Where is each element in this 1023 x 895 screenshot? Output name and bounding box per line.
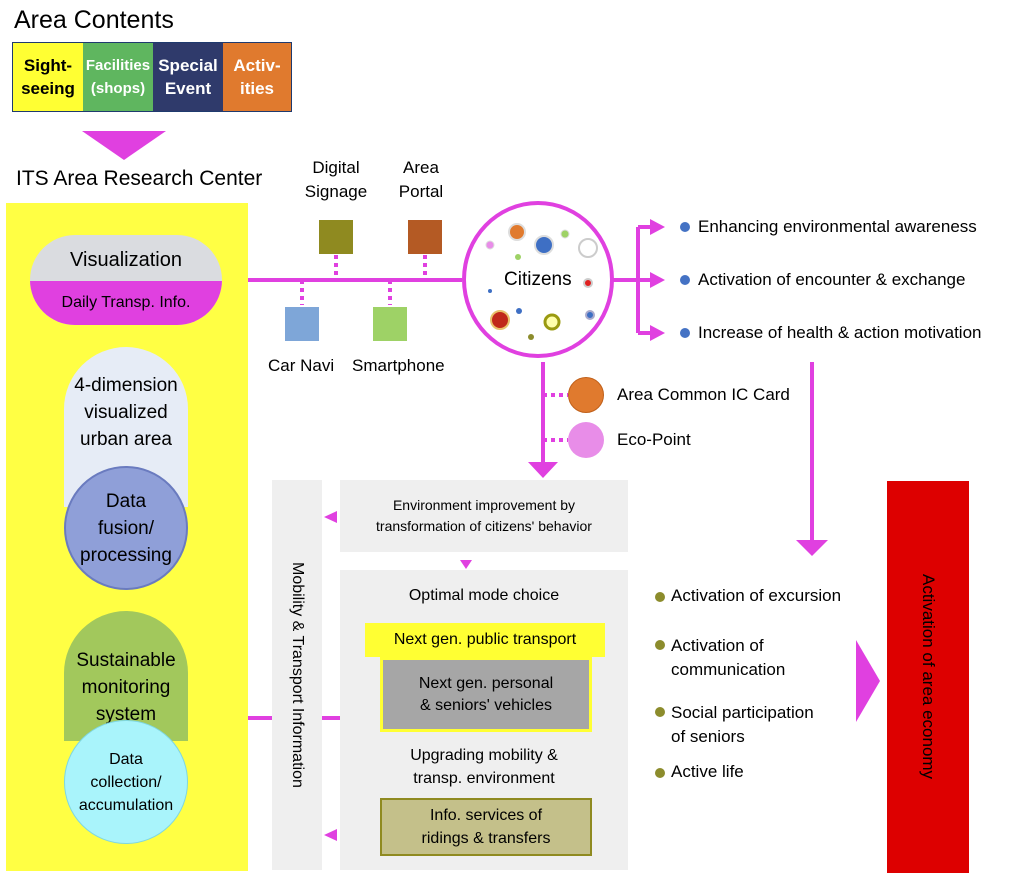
public-transport-label: Next gen. public transport bbox=[393, 631, 577, 648]
area-portal-label: Area Portal bbox=[398, 158, 444, 201]
environment-improvement-label: Environment improvement by transformatio… bbox=[376, 497, 592, 534]
data-collection-label: Data collection/ accumulation bbox=[78, 750, 174, 814]
environment-improvement-box: Environment improvement by transformatio… bbox=[340, 480, 628, 552]
down-triangle-icon bbox=[82, 131, 166, 160]
area-contents-title: Area Contents bbox=[14, 6, 174, 34]
data-fusion-label: Data fusion/ processing bbox=[80, 490, 172, 566]
outcome-bullet-1 bbox=[680, 222, 690, 232]
area-portal-icon bbox=[408, 220, 442, 254]
daily-transp-label: Daily Transp. Info. bbox=[30, 281, 222, 325]
car-navi-icon bbox=[285, 307, 319, 341]
public-transport-box: Next gen. public transport bbox=[365, 623, 605, 657]
content-cell-activities: Activ- ities bbox=[223, 43, 291, 111]
personal-vehicles-box: Next gen. personal & seniors' vehicles bbox=[380, 657, 592, 732]
activities-label: Activ- ities bbox=[233, 56, 281, 98]
right-triangle-icon bbox=[856, 640, 880, 722]
smartphone-icon bbox=[373, 307, 407, 341]
activation-bullet-2 bbox=[655, 640, 665, 650]
upgrading-label: Upgrading mobility & transp. environment bbox=[410, 747, 558, 787]
sustainable-label: Sustainable monitoring system bbox=[76, 650, 176, 725]
outcome-1: Enhancing environmental awareness bbox=[698, 217, 977, 236]
citizens-label: Citizens bbox=[504, 269, 572, 290]
data-collection-circle: Data collection/ accumulation bbox=[64, 720, 188, 844]
activation-bullet-4 bbox=[655, 768, 665, 778]
data-fusion-circle: Data fusion/ processing bbox=[64, 466, 188, 590]
info-services-box: Info. services of ridings & transfers bbox=[380, 798, 592, 856]
sightseeing-label: Sight- seeing bbox=[21, 56, 75, 98]
ic-card-label: Area Common IC Card bbox=[617, 385, 790, 404]
smartphone-label: Smartphone bbox=[352, 356, 445, 375]
area-contents-bar: Sight- seeing Facilities (shops) Special… bbox=[12, 42, 292, 112]
content-cell-sightseeing: Sight- seeing bbox=[13, 43, 84, 111]
content-cell-facilities: Facilities (shops) bbox=[83, 43, 154, 111]
activation-1: Activation of excursion bbox=[671, 586, 842, 605]
activation-bullet-1 bbox=[655, 592, 665, 602]
outcome-2: Activation of encounter & exchange bbox=[698, 270, 966, 289]
citizens-circle: Citizens bbox=[462, 201, 614, 358]
mobility-info-label: Mobility & Transport Information bbox=[289, 562, 306, 788]
outcome-bullet-2 bbox=[680, 275, 690, 285]
activation-4: Active life bbox=[671, 762, 744, 781]
mobility-info-panel bbox=[272, 480, 322, 870]
outcome-bullet-3 bbox=[680, 328, 690, 338]
info-services-label: Info. services of ridings & transfers bbox=[421, 807, 551, 847]
visualization-label: Visualization bbox=[70, 248, 182, 271]
research-center-title: ITS Area Research Center bbox=[16, 167, 263, 190]
activation-2: Activation of communication bbox=[671, 636, 786, 679]
car-navi-label: Car Navi bbox=[268, 356, 335, 375]
personal-vehicles-label: Next gen. personal & seniors' vehicles bbox=[418, 674, 554, 714]
facilities-label: Facilities (shops) bbox=[85, 57, 151, 97]
special-event-label: Special Event bbox=[158, 56, 218, 98]
citizens-dots-icon bbox=[485, 223, 598, 340]
eco-point-label: Eco-Point bbox=[617, 430, 691, 449]
optimal-mode-label: Optimal mode choice bbox=[408, 587, 560, 604]
digital-signage-icon bbox=[319, 220, 353, 254]
content-cell-special-event: Special Event bbox=[153, 43, 224, 111]
economy-bar bbox=[887, 481, 969, 873]
activation-bullet-3 bbox=[655, 707, 665, 717]
four-dimension-label: 4-dimension visualized urban area bbox=[74, 375, 178, 450]
ic-card-icon bbox=[568, 377, 604, 413]
outcome-3: Increase of health & action motivation bbox=[698, 323, 982, 342]
economy-label: Activation of area economy bbox=[919, 574, 938, 780]
visualization-pill: Visualization Daily Transp. Info. bbox=[30, 235, 222, 325]
activation-3: Social participation of seniors bbox=[671, 703, 814, 746]
eco-point-icon bbox=[568, 422, 604, 458]
sustainable-monitoring-box: Sustainable monitoring system bbox=[64, 611, 188, 741]
digital-signage-label: Digital Signage bbox=[304, 158, 368, 201]
